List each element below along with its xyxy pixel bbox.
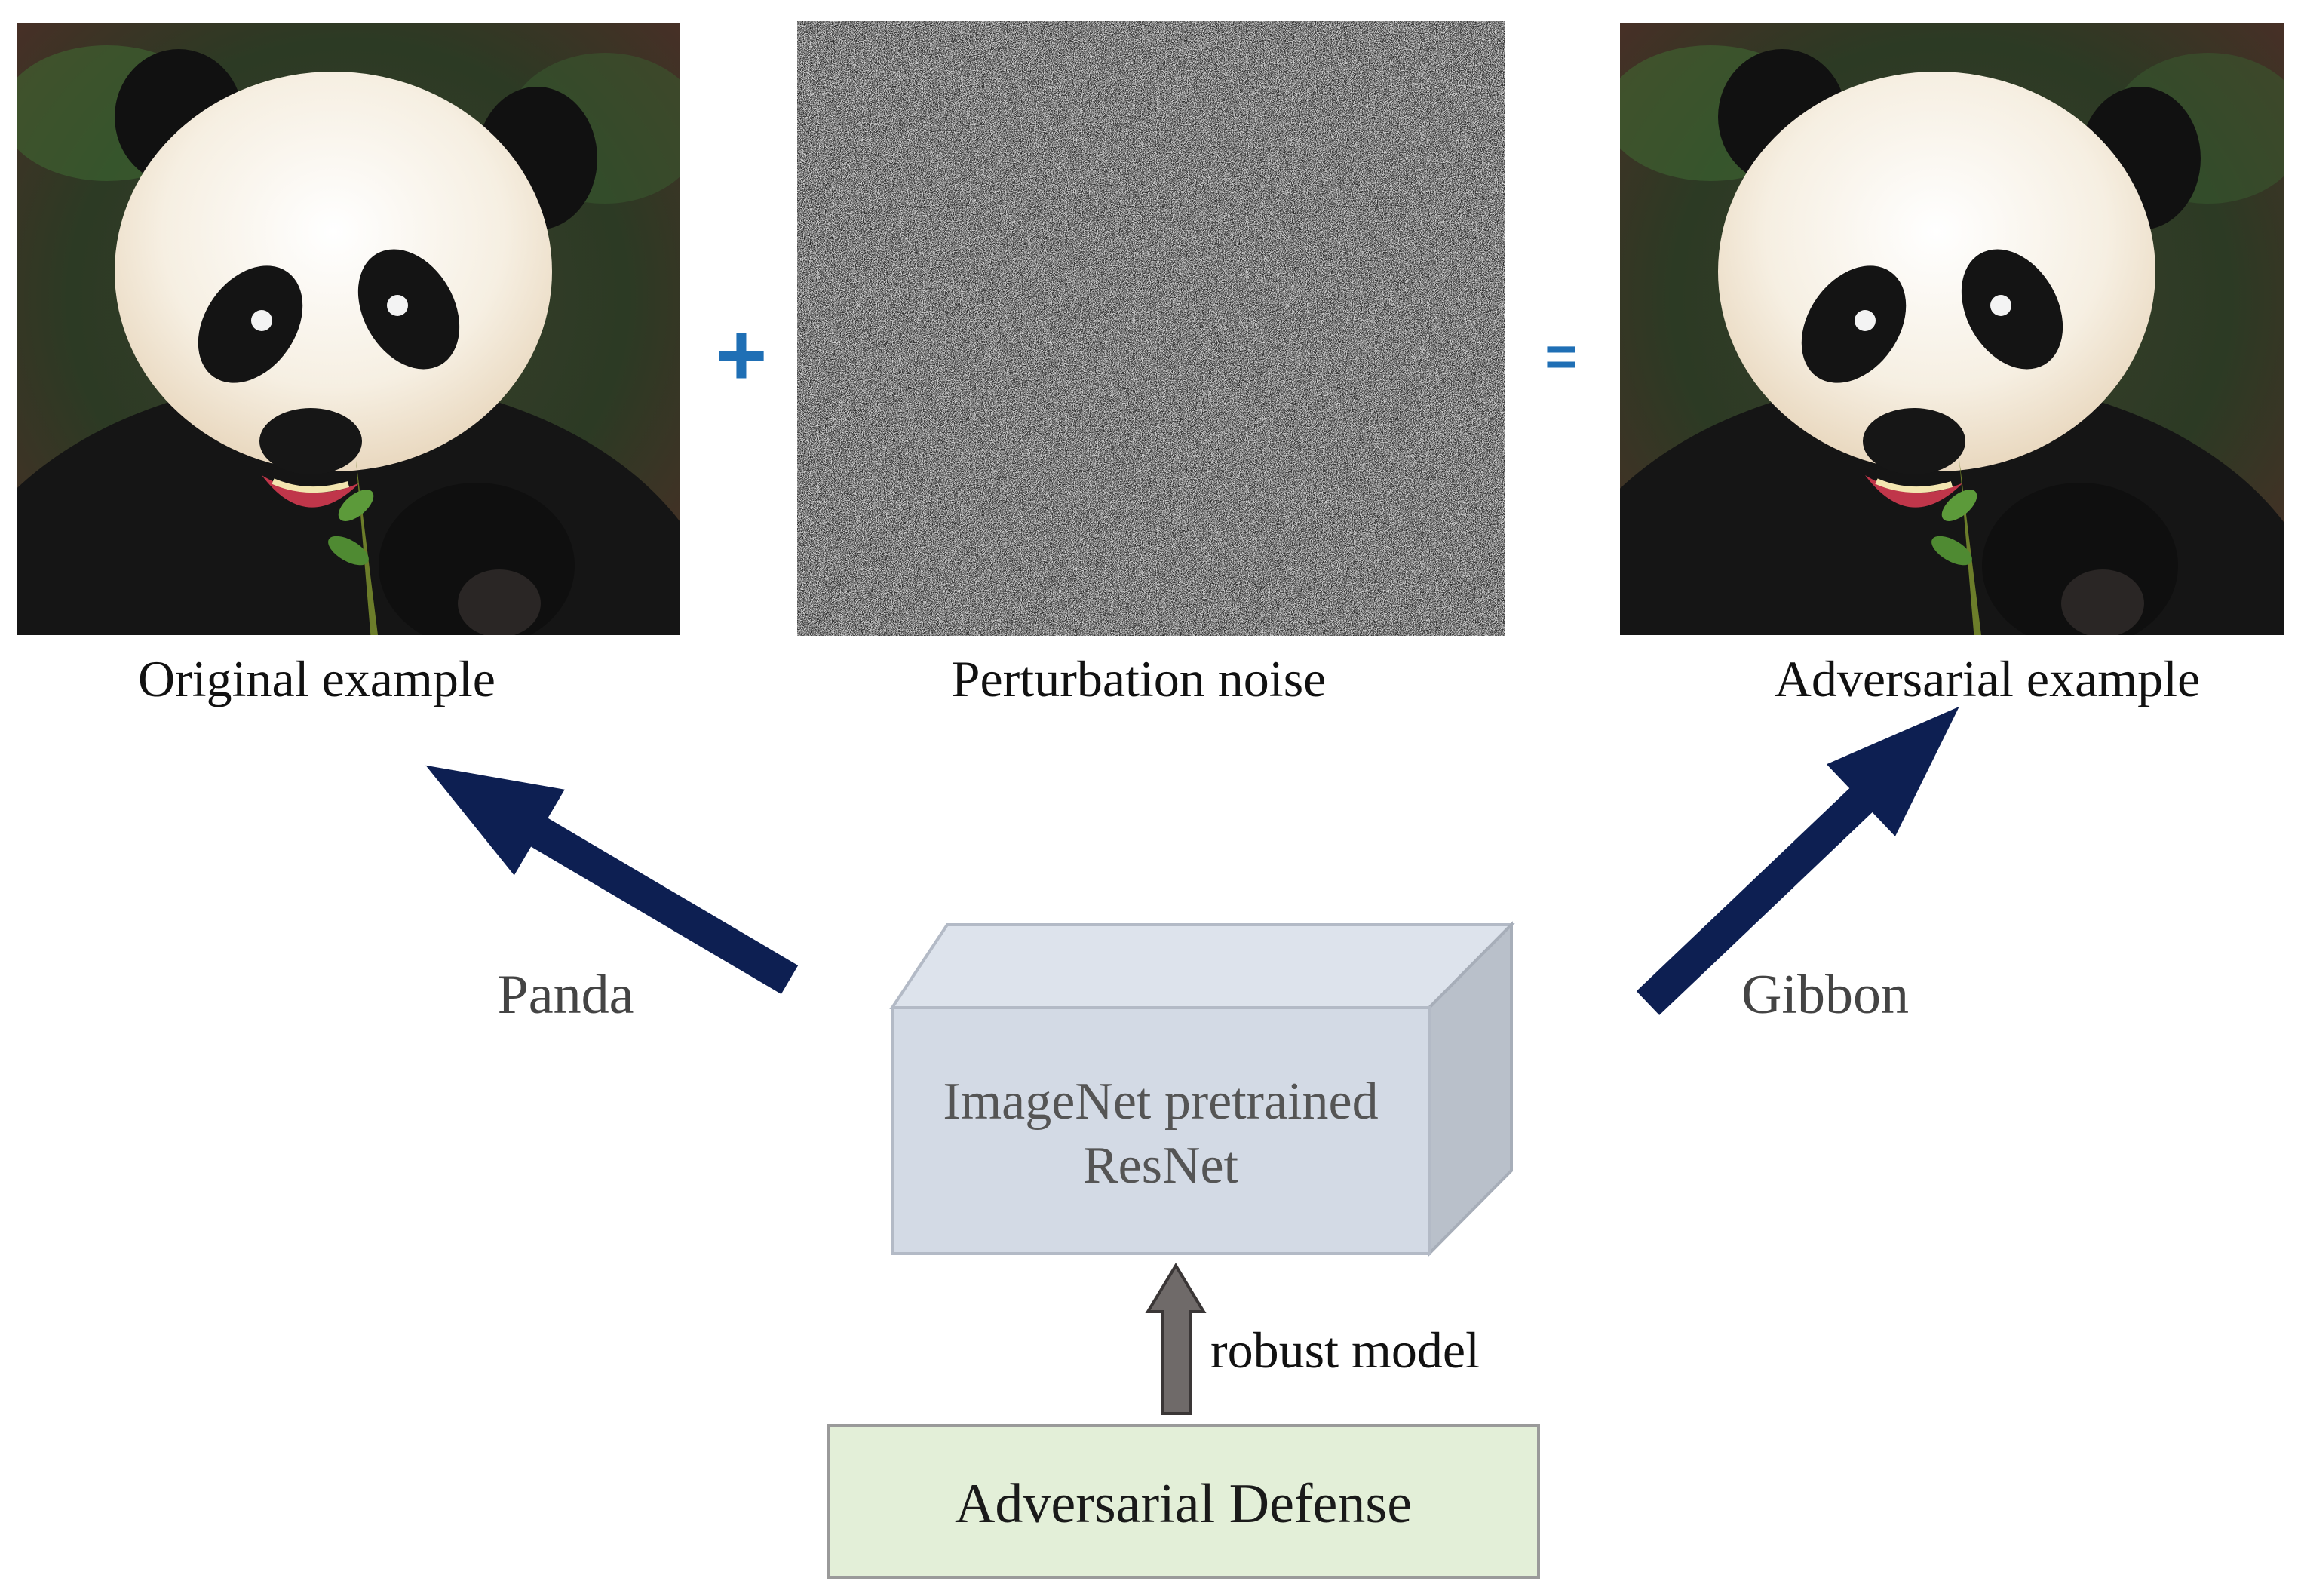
caption-perturbation-noise: Perturbation noise: [951, 650, 1327, 707]
output-label-panda: Panda: [497, 964, 634, 1026]
robust-model-label: robust model: [1210, 1321, 1480, 1379]
caption-adversarial-example: Adversarial example: [1774, 650, 2201, 707]
model-box-label: ImageNet pretrained ResNet: [892, 1070, 1429, 1199]
model-box-top: [889, 923, 1515, 1009]
equals-operator: =: [1545, 325, 1578, 388]
adversarial-defense-label: Adversarial Defense: [954, 1473, 1413, 1535]
robust-model-arrow: [1145, 1263, 1207, 1415]
arrow-to-adversarial: [1636, 706, 1959, 1015]
perturbation-noise-image: [797, 21, 1505, 636]
model-label-line1: ImageNet pretrained: [943, 1073, 1379, 1131]
arrow-to-original: [425, 765, 799, 994]
model-box-front: [891, 1006, 1431, 1255]
caption-original-example: Original example: [138, 650, 495, 707]
model-box: [889, 921, 1515, 1257]
original-example-image: [0, 23, 726, 920]
plus-operator: +: [715, 305, 768, 405]
adversarial-example-image: [1545, 23, 2301, 920]
defense-box: [827, 1424, 1540, 1579]
output-label-gibbon: Gibbon: [1741, 964, 1909, 1026]
model-label-line2: ResNet: [1082, 1137, 1239, 1195]
